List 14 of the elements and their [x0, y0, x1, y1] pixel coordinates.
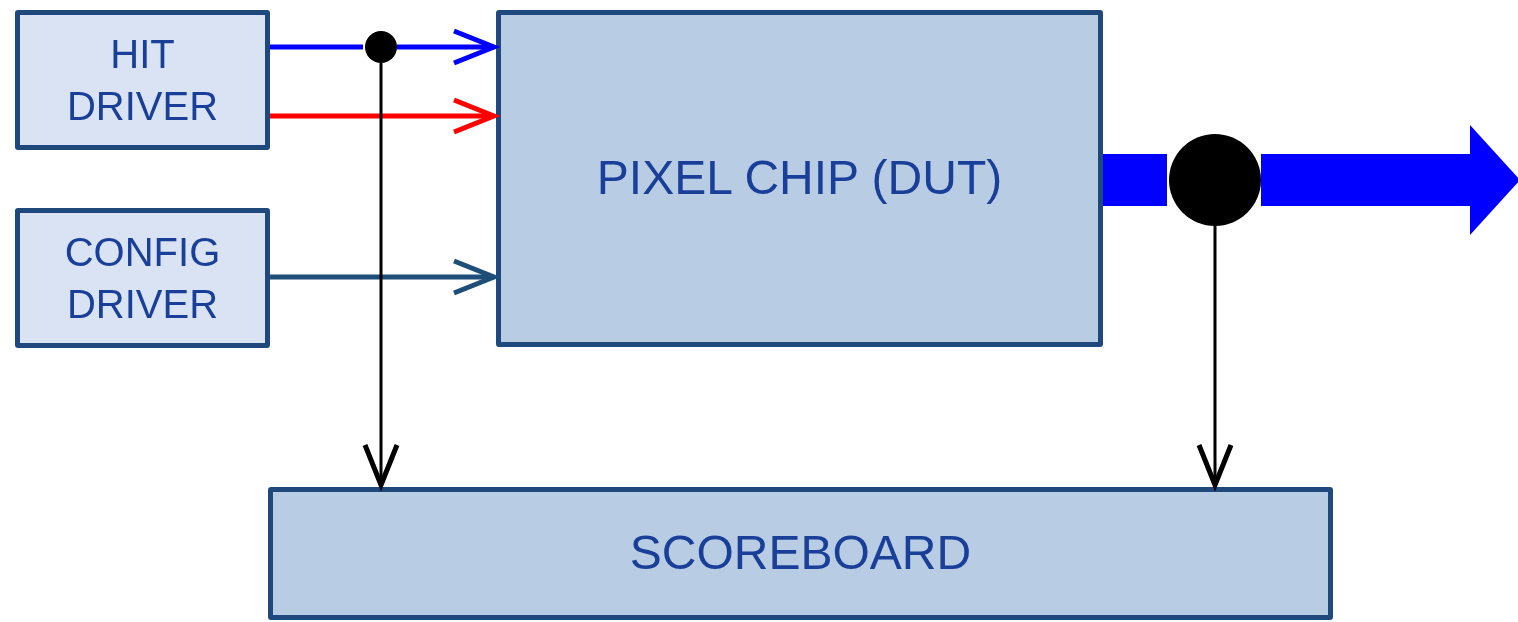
block-label: CONFIG DRIVER [63, 229, 222, 328]
arrow [362, 63, 400, 488]
arrow [270, 258, 497, 296]
block-box [15, 10, 270, 150]
output-arrow [1261, 125, 1518, 235]
block-box [496, 10, 1103, 347]
arrow [1196, 226, 1234, 488]
block-label: PIXEL CHIP (DUT) [596, 150, 1003, 207]
block-label: HIT DRIVER [65, 31, 220, 130]
block-box [15, 208, 270, 348]
arrow [397, 28, 497, 66]
scoreboard-block [268, 487, 1333, 620]
block-label: SCOREBOARD [629, 525, 972, 582]
arrow [270, 97, 497, 135]
